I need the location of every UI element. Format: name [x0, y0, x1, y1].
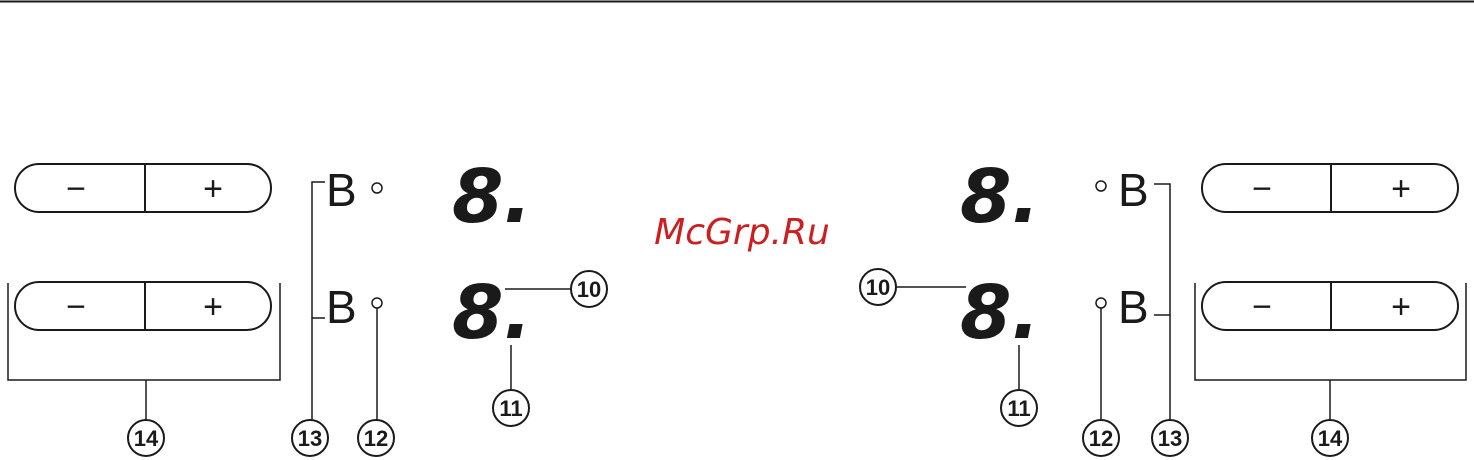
svg-text:11: 11: [1007, 396, 1030, 421]
left-top-plus-button[interactable]: +: [203, 170, 223, 208]
watermark-text: McGrp.Ru: [654, 212, 830, 253]
left-callout-13: 13: [292, 420, 328, 456]
left-callout-12: 12: [358, 420, 394, 456]
right-bottom-minus-button[interactable]: −: [1252, 288, 1272, 326]
left-bottom-minus-button[interactable]: −: [66, 288, 86, 326]
left-bottom-slider-frame: [15, 282, 271, 330]
svg-text:12: 12: [1089, 426, 1113, 451]
right-bottom-power-display: 8.: [960, 270, 1040, 356]
svg-text:11: 11: [499, 396, 522, 421]
left-bracket-13: [312, 182, 325, 318]
left-top-minus-button[interactable]: −: [66, 170, 86, 208]
svg-text:10: 10: [577, 277, 601, 302]
right-bottom-button-pair: − +: [1202, 282, 1458, 330]
left-bottom-power-display: 8.: [452, 270, 532, 356]
left-top-button-pair: − +: [15, 164, 271, 212]
left-callout-10: 10: [571, 271, 607, 307]
right-bottom-indicator-led: [1096, 298, 1106, 308]
right-callout-12: 12: [1083, 420, 1119, 456]
right-callout-10: 10: [860, 269, 896, 305]
left-bottom-plus-button[interactable]: +: [203, 288, 223, 326]
right-top-plus-button[interactable]: +: [1391, 170, 1411, 208]
svg-text:10: 10: [866, 275, 890, 300]
right-top-indicator-led: [1096, 181, 1106, 191]
right-top-power-display: 8.: [960, 154, 1040, 240]
left-callout-14: 14: [128, 420, 164, 456]
svg-text:13: 13: [298, 426, 322, 451]
right-callout-11: 11: [1001, 390, 1037, 426]
left-bottom-button-pair: − +: [15, 282, 271, 330]
right-bottom-plus-button[interactable]: +: [1391, 288, 1411, 326]
svg-text:14: 14: [134, 426, 159, 451]
right-top-button-pair: − +: [1202, 164, 1458, 212]
right-bottom-zone-b-label: B: [1118, 281, 1149, 333]
left-top-power-display: 8.: [452, 154, 532, 240]
svg-text:12: 12: [364, 426, 388, 451]
right-bracket-13: [1154, 184, 1170, 315]
right-callout-13: 13: [1152, 420, 1188, 456]
left-top-slider-frame: [15, 164, 271, 212]
left-callout-11: 11: [493, 390, 529, 426]
svg-text:14: 14: [1318, 426, 1343, 451]
right-top-zone-b-label: B: [1118, 164, 1149, 216]
svg-text:13: 13: [1158, 426, 1182, 451]
left-bottom-zone-b-label: B: [326, 281, 357, 333]
left-bottom-indicator-led: [372, 298, 382, 308]
left-top-zone-b-label: B: [326, 164, 357, 216]
right-callout-14: 14: [1312, 420, 1348, 456]
right-top-minus-button[interactable]: −: [1252, 170, 1272, 208]
left-top-indicator-led: [372, 183, 382, 193]
